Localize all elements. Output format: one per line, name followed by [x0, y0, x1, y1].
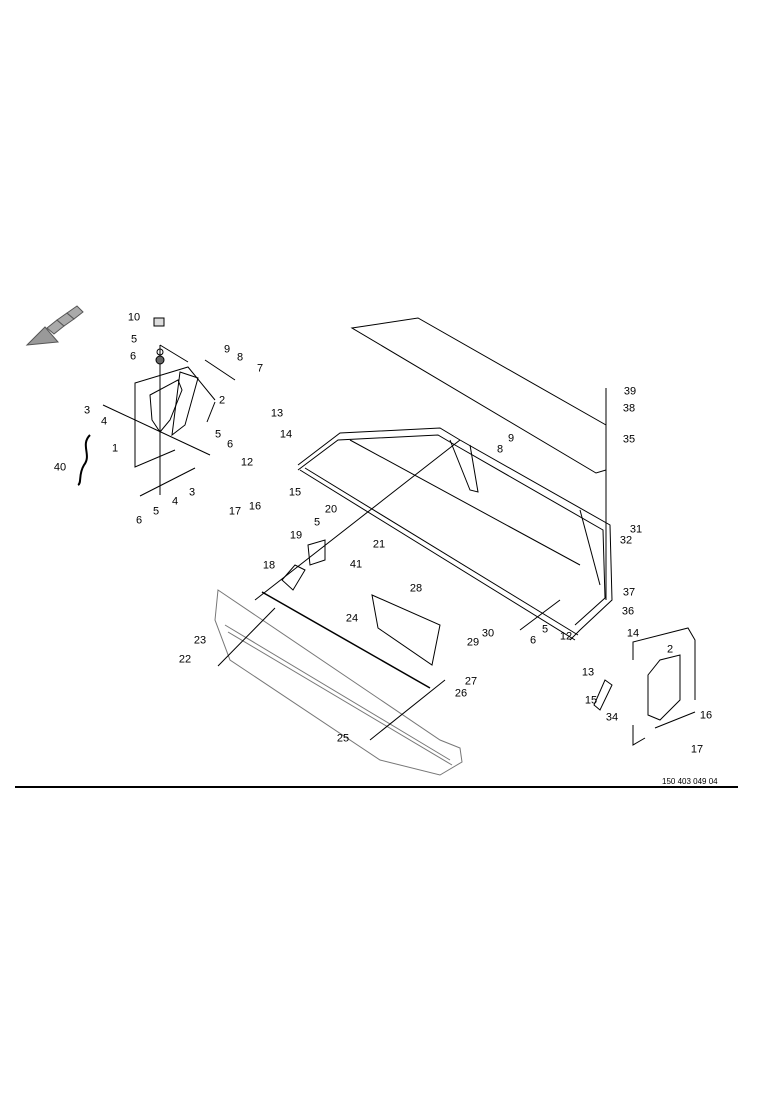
- callout-label: 13: [581, 666, 595, 679]
- callout-label: 14: [279, 428, 293, 441]
- callout-label: 5: [130, 333, 138, 346]
- callout-label: 19: [289, 529, 303, 542]
- callout-label: 26: [454, 687, 468, 700]
- callout-label: 34: [605, 711, 619, 724]
- callout-label: 6: [135, 514, 143, 527]
- right-bracket-assembly: [593, 627, 696, 746]
- callout-label: 17: [228, 505, 242, 518]
- callout-label: 5: [214, 428, 222, 441]
- callout-label: 9: [507, 432, 515, 445]
- callout-label: 1: [111, 442, 119, 455]
- callout-label: 13: [270, 407, 284, 420]
- callout-label: 2: [218, 394, 226, 407]
- callout-label: 35: [622, 433, 636, 446]
- main-frame: [254, 427, 613, 641]
- callout-label: 8: [496, 443, 504, 456]
- callout-label: 22: [178, 653, 192, 666]
- callout-label: 4: [171, 495, 179, 508]
- callout-label: 5: [152, 505, 160, 518]
- callout-label: 14: [626, 627, 640, 640]
- deflector-assembly: [214, 539, 463, 776]
- callout-label: 3: [188, 486, 196, 499]
- callout-label: 20: [324, 503, 338, 516]
- callout-label: 32: [619, 534, 633, 547]
- callout-label: 4: [100, 415, 108, 428]
- callout-label: 36: [621, 605, 635, 618]
- callout-label: 18: [262, 559, 276, 572]
- callout-label: 21: [372, 538, 386, 551]
- callout-label: 37: [622, 586, 636, 599]
- callout-label: 25: [336, 732, 350, 745]
- left-bracket-assembly: [77, 317, 236, 497]
- callout-label: 7: [256, 362, 264, 375]
- callout-label: 16: [699, 709, 713, 722]
- direction-arrow-icon: [25, 305, 84, 346]
- callout-label: 9: [223, 343, 231, 356]
- callout-label: 30: [481, 627, 495, 640]
- callout-label: 40: [53, 461, 67, 474]
- callout-label: 2: [666, 643, 674, 656]
- callout-label: 23: [193, 634, 207, 647]
- callout-label: 29: [466, 636, 480, 649]
- callout-label: 8: [236, 351, 244, 364]
- callout-label: 39: [623, 385, 637, 398]
- callout-label: 6: [529, 634, 537, 647]
- callout-label: 12: [559, 630, 573, 643]
- callout-label: 31: [629, 523, 643, 536]
- callout-label: 6: [129, 350, 137, 363]
- callout-label: 12: [240, 456, 254, 469]
- callout-label: 27: [464, 675, 478, 688]
- callout-label: 17: [690, 743, 704, 756]
- callout-label: 38: [622, 402, 636, 415]
- callout-label: 15: [584, 694, 598, 707]
- top-cover-plate: [350, 317, 607, 600]
- callout-label: 16: [248, 500, 262, 513]
- callout-label: 15: [288, 486, 302, 499]
- callout-label: 10: [127, 311, 141, 324]
- drawing-number: 150 403 049 04: [662, 777, 718, 786]
- callout-label: 5: [313, 516, 321, 529]
- callout-label: 5: [541, 623, 549, 636]
- callout-label: 24: [345, 612, 359, 625]
- callout-label: 6: [226, 438, 234, 451]
- callout-label: 3: [83, 404, 91, 417]
- callout-label: 41: [349, 558, 363, 571]
- callout-label: 28: [409, 582, 423, 595]
